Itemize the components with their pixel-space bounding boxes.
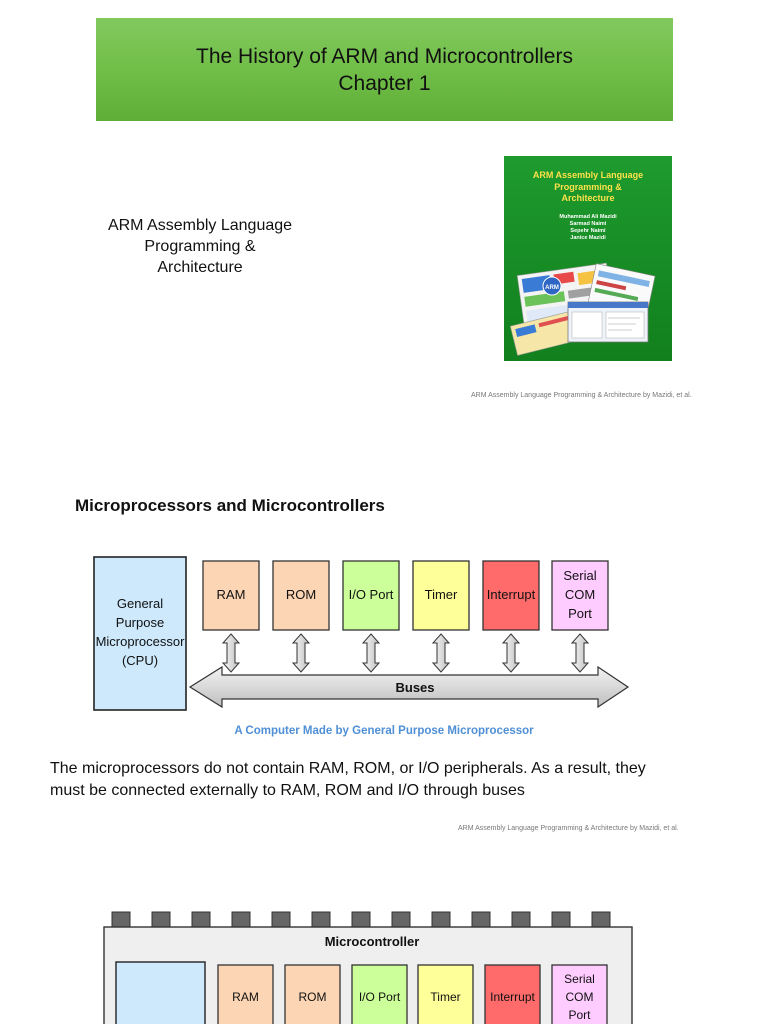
chip-peripheral-block: I/O Port [352, 965, 407, 1024]
diagram-caption: A Computer Made by General Purpose Micro… [0, 725, 768, 737]
chip-pin [432, 912, 450, 927]
body-line1: The microprocessors do not contain RAM, … [50, 758, 750, 780]
chip-pin [552, 912, 570, 927]
cpu-label-line2: Purpose [116, 615, 164, 630]
chip-label: Microcontroller [325, 934, 420, 949]
chip-peripheral-label: Timer [430, 990, 460, 1004]
peripheral-label: Serial [563, 568, 596, 583]
peripheral-label: Port [568, 606, 592, 621]
peripheral-label: RAM [217, 587, 246, 602]
slide2-credit: ARM Assembly Language Programming & Arch… [458, 825, 679, 832]
microcontroller-chip: Microcontroller RAM ROM I/O Port Timer Inter… [104, 912, 632, 1024]
chip-peripheral-label: ROM [299, 990, 327, 1004]
peripheral-block: Interrupt [483, 561, 539, 672]
chip-pin [352, 912, 370, 927]
cpu-label-line1: General [117, 596, 163, 611]
bidirectional-arrow [503, 634, 519, 672]
chip-peripheral-label: RAM [232, 990, 259, 1004]
cpu-label-line4: (CPU) [122, 653, 158, 668]
buses-label: Buses [395, 680, 434, 695]
peripheral-label: Interrupt [487, 587, 536, 602]
buses-arrow: Buses [190, 667, 628, 707]
chip-peripheral-block: ROM [285, 965, 340, 1024]
peripheral-label: COM [565, 587, 595, 602]
bidirectional-arrow [363, 634, 379, 672]
chip-pin [472, 912, 490, 927]
bidirectional-arrow [433, 634, 449, 672]
bidirectional-arrow [293, 634, 309, 672]
peripheral-label: ROM [286, 587, 316, 602]
cpu-label-line3: Microprocessor [96, 634, 186, 649]
chip-cpu-block [116, 962, 205, 1024]
chip-peripheral-label: Serial [564, 972, 595, 986]
chip-pin [392, 912, 410, 927]
chip-pin [512, 912, 530, 927]
peripheral-label: I/O Port [349, 587, 394, 602]
chip-pin [232, 912, 250, 927]
body-line2: must be connected externally to RAM, ROM… [50, 780, 750, 802]
chip-pin [272, 912, 290, 927]
body-paragraph: The microprocessors do not contain RAM, … [50, 758, 750, 802]
peripheral-block: RAM [203, 561, 259, 672]
chip-pin [192, 912, 210, 927]
bidirectional-arrow [223, 634, 239, 672]
chip-pin [312, 912, 330, 927]
chip-peripheral-label: Interrupt [490, 990, 535, 1004]
chip-pins [112, 912, 610, 927]
peripheral-label: Timer [425, 587, 458, 602]
chip-pin [592, 912, 610, 927]
chip-peripheral-block: Timer [418, 965, 473, 1024]
chip-peripheral-block: Interrupt [485, 965, 540, 1024]
bidirectional-arrow [572, 634, 588, 672]
chip-peripheral-label: COM [566, 990, 594, 1004]
cpu-block: General Purpose Microprocessor (CPU) [94, 557, 186, 710]
peripheral-block: Timer [413, 561, 469, 672]
chip-peripheral-label: Port [568, 1008, 591, 1022]
chip-pin [152, 912, 170, 927]
chip-peripheral-label: I/O Port [359, 990, 401, 1004]
peripheral-block: I/O Port [343, 561, 399, 672]
peripheral-block: ROM [273, 561, 329, 672]
chip-pin [112, 912, 130, 927]
chip-peripheral-block: RAM [218, 965, 273, 1024]
